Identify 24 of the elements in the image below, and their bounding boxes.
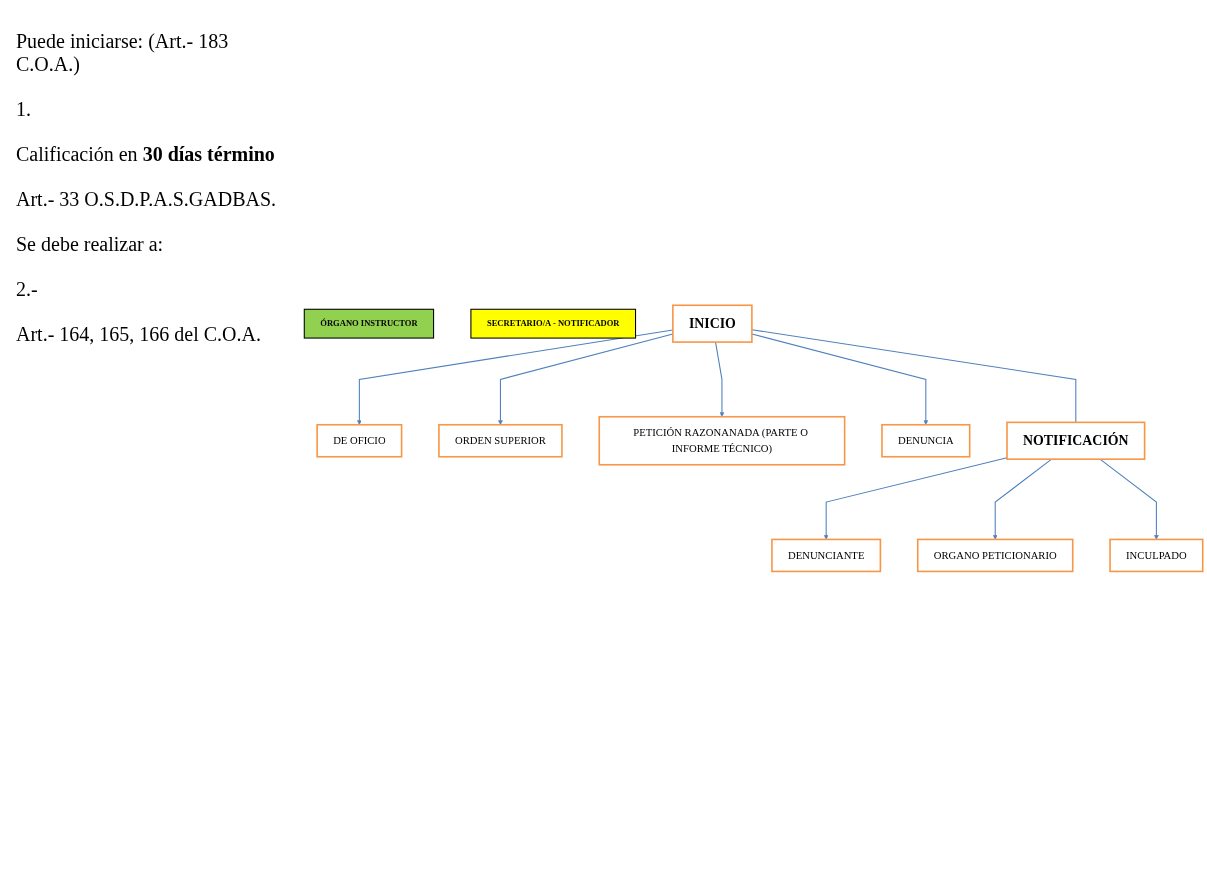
note-text: Puede iniciarse: (Art.- 183 C.O.A.) [16,30,230,76]
node-box: DENUNCIANTE [771,538,882,573]
note-text: Se debe realizar a: [16,233,165,256]
node-box: ORGANO PETICIONARIO [916,538,1074,573]
arrow [715,341,725,418]
node-box: SECRETARIO/A - NOTIFICADOR [470,308,637,339]
note-text: Calificación en 30 días término [16,143,276,166]
node-box: ORDEN SUPERIOR [438,424,563,458]
connector [751,329,1077,424]
note-text: Art.- 164, 165, 166 del C.O.A. [16,323,262,346]
note-text: 2.- [16,278,39,301]
arrow [1099,458,1159,540]
node-box: PETICIÓN RAZONANADA (PARTE O INFORME TÉCNICO) [598,416,846,466]
note-text: 1. [16,98,32,121]
arrow [992,458,1053,540]
node-box: INICIO [672,304,753,343]
arrow [751,333,929,426]
node-box: ÓRGANO INSTRUCTOR [303,308,435,339]
node-box: NOTIFICACIÓN [1006,421,1146,461]
note-text: Art.- 33 O.S.D.P.A.S.GADBAS. [16,188,278,211]
node-box: DENUNCIA [881,424,971,458]
node-box: DE OFICIO [316,424,403,458]
arrow [823,457,1008,540]
node-box: INCULPADO [1109,538,1204,573]
